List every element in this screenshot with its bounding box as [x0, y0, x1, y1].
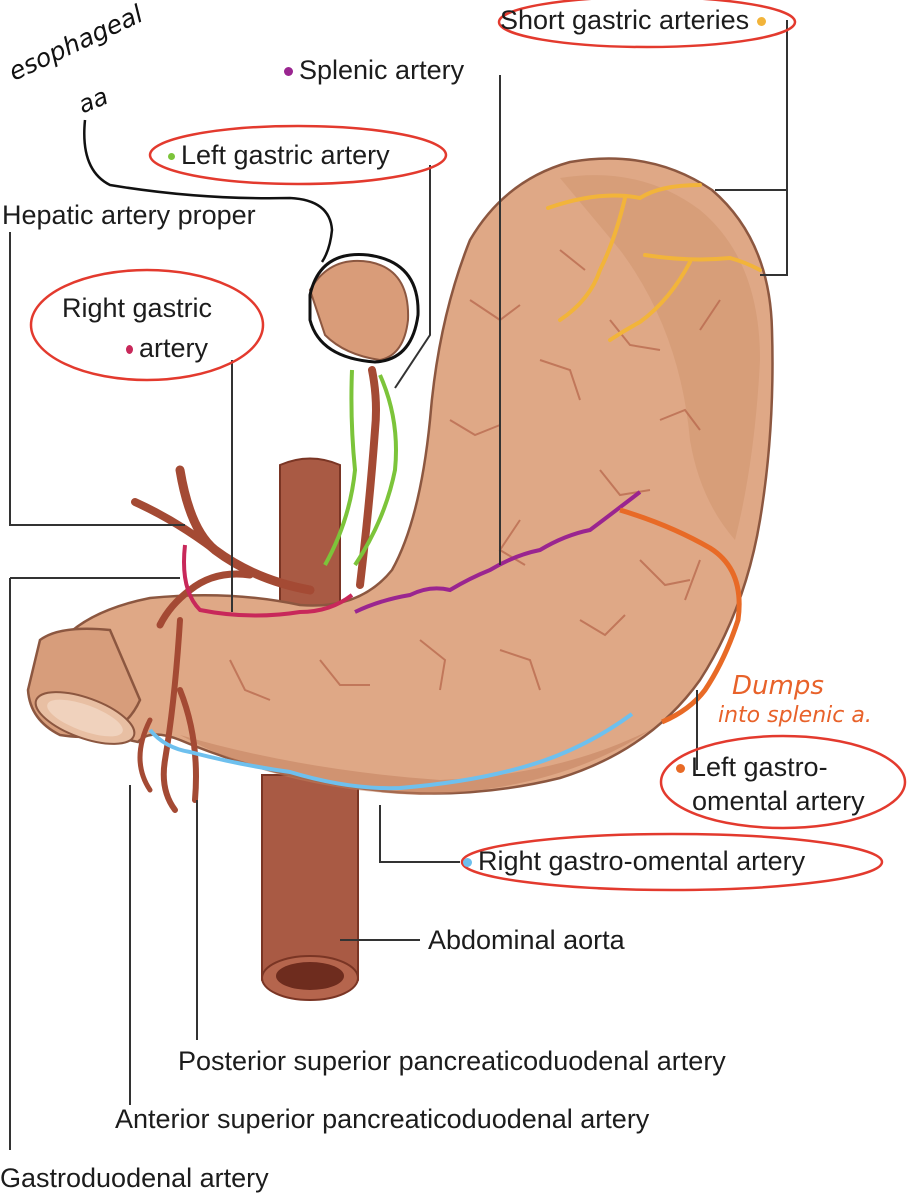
left-gastric-label: Left gastric artery [168, 140, 390, 170]
stomach [26, 157, 774, 795]
anterior-spd-label: Anterior superior pancreaticoduodenal ar… [115, 1104, 650, 1134]
esophageal-pointer-line [83, 119, 334, 263]
hepatic-proper-label: Hepatic artery proper [2, 200, 256, 230]
leader-lines [9, 20, 788, 1150]
right-gastric-label-line2: artery [126, 333, 208, 363]
left-gastroomental-dot [676, 764, 685, 774]
right-gastric-highlight [182, 544, 354, 618]
gastroduodenal-label: Gastroduodenal artery [0, 1163, 269, 1193]
right-gastroomental-label: Right gastro-omental artery [463, 846, 805, 876]
splenic-dot [284, 67, 293, 77]
posterior-spd-label: Posterior superior pancreaticoduodenal a… [178, 1046, 726, 1076]
left-gastric-dot [168, 153, 175, 161]
red-circles [29, 0, 907, 892]
celiac-branches [131, 366, 380, 813]
right-gastroomental-highlight [148, 712, 634, 791]
short-gastric-highlight [546, 183, 762, 342]
short-gastric-label: Short gastric arteries [500, 5, 772, 35]
left-gastroomental-label-line1: Left gastro- [676, 752, 828, 782]
right-gastric-label-line1: Right gastric [62, 293, 213, 323]
left-gastroomental-highlight [619, 507, 742, 725]
splenic-highlight [354, 490, 642, 614]
splenic-label: Splenic artery [284, 55, 464, 85]
right-gastroomental-dot [463, 858, 472, 868]
left-gastric-highlight [323, 369, 398, 567]
esophageal-circle [308, 253, 420, 364]
dumps-annotation-line2: into splenic a. [718, 703, 872, 728]
dumps-annotation-line1: Dumps [732, 671, 824, 701]
abdominal-aorta-label: Abdominal aorta [428, 925, 625, 955]
right-gastric-dot [126, 345, 133, 355]
abdominal-aorta [261, 457, 359, 1001]
left-gastroomental-label-line2: omental artery [692, 786, 865, 816]
short-gastric-dot [757, 17, 767, 27]
